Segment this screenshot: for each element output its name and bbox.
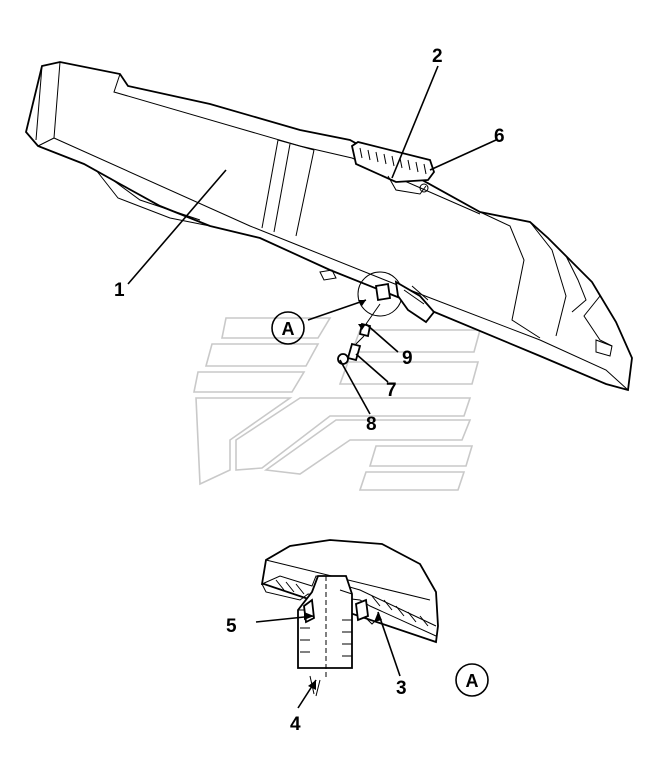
watermark-logo	[193, 317, 482, 491]
drain-fitting	[337, 271, 436, 365]
label-8: 8	[366, 414, 377, 435]
nut-part-8	[337, 353, 349, 365]
part-labels: 1 2 3 4 5 6 7 8 9	[114, 46, 505, 735]
leader-6	[429, 139, 497, 171]
leader-8	[339, 359, 371, 415]
detail-marker-bottom-letter: A	[466, 671, 479, 691]
label-3: 3	[396, 678, 407, 699]
leader-2	[391, 65, 439, 179]
leader-7	[355, 353, 389, 383]
leader-1	[127, 169, 227, 285]
label-1: 1	[114, 280, 125, 301]
leader-3	[377, 611, 401, 677]
label-6: 6	[494, 126, 505, 147]
section-detail-a	[260, 539, 439, 697]
leader-a-top	[307, 299, 367, 321]
label-2: 2	[432, 46, 443, 67]
label-9: 9	[402, 348, 413, 369]
filler-cap	[350, 141, 436, 195]
detail-marker-top-letter: A	[282, 319, 295, 339]
detail-marker-top: A	[271, 311, 305, 345]
leader-9	[365, 323, 399, 353]
detail-marker-bottom: A	[455, 663, 489, 697]
tank-body	[25, 61, 633, 392]
label-7: 7	[386, 380, 397, 401]
bolt-part-7	[346, 342, 362, 362]
arrowheads	[304, 300, 382, 690]
label-4: 4	[290, 714, 301, 735]
label-5: 5	[226, 616, 237, 637]
